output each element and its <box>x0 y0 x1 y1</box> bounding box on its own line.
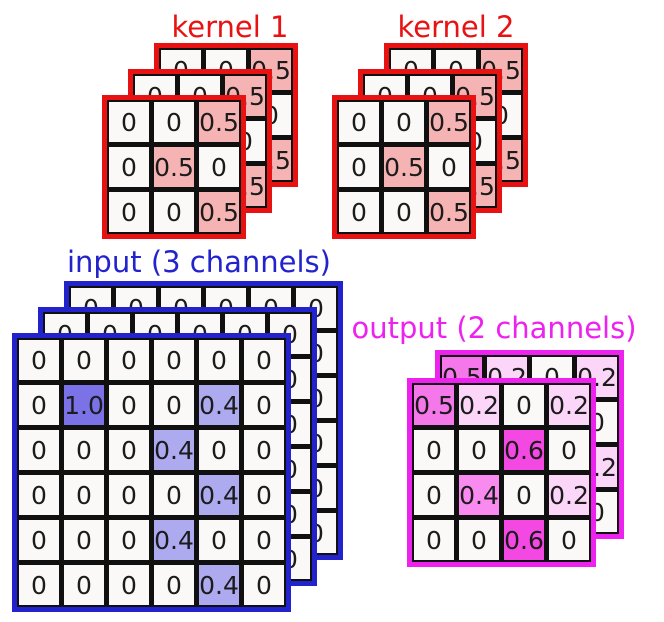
matrix-cell: 0.4 <box>199 565 239 605</box>
matrix-cell: 0 <box>19 565 59 605</box>
matrix-cell: 0 <box>244 385 284 425</box>
matrix-cell: 0 <box>199 340 239 380</box>
matrix-cell: 0 <box>154 340 194 380</box>
matrix-cell: 0 <box>109 147 149 187</box>
matrix-cell: 0 <box>64 565 104 605</box>
matrix-cell: 0 <box>109 475 149 515</box>
matrix-cell: 0 <box>459 430 499 470</box>
matrix-cell: 0 <box>414 475 454 515</box>
matrix-cell: 0 <box>429 147 469 187</box>
matrix-cell: 0.5 <box>199 192 239 232</box>
matrix-cell: 0 <box>109 385 149 425</box>
matrix-cell: 0.2 <box>459 385 499 425</box>
matrix-cell: 0 <box>504 385 544 425</box>
matrix-cell: 0 <box>64 340 104 380</box>
matrix-cell: 0 <box>384 192 424 232</box>
matrix-cell: 0.5 <box>429 192 469 232</box>
matrix-cell: 0 <box>109 430 149 470</box>
matrix-cell: 0 <box>244 520 284 560</box>
matrix-cell: 0 <box>19 475 59 515</box>
matrix-cell: 0.2 <box>577 357 617 397</box>
matrix-cell: 0 <box>109 340 149 380</box>
matrix-cell: 0 <box>459 520 499 560</box>
matrix-cell: 0 <box>109 520 149 560</box>
matrix-cell: 0 <box>244 475 284 515</box>
matrix-cell: 0.5 <box>429 102 469 142</box>
matrix-cell: 0 <box>244 340 284 380</box>
input-label: input (3 channels) <box>67 245 331 279</box>
matrix-cell: 0.5 <box>199 102 239 142</box>
matrix-cell: 0 <box>549 520 589 560</box>
matrix-cell: 0.4 <box>154 430 194 470</box>
kernel1-label: kernel 1 <box>171 10 289 44</box>
matrix-cell: 0 <box>64 430 104 470</box>
matrix-cell: 0.6 <box>504 430 544 470</box>
matrix-cell: 0.5 <box>384 147 424 187</box>
matrix-cell: 0.5 <box>154 147 194 187</box>
matrix-cell: 0 <box>154 565 194 605</box>
matrix-cell: 0 <box>199 147 239 187</box>
matrix-cell: 0 <box>414 430 454 470</box>
matrix-cell: 0 <box>244 430 284 470</box>
matrix-cell: 0 <box>19 430 59 470</box>
output-label: output (2 channels) <box>351 311 637 345</box>
matrix-cell: 0 <box>154 475 194 515</box>
matrix-cell: 0 <box>154 385 194 425</box>
matrix-cell: 0.4 <box>154 520 194 560</box>
matrix-cell: 0 <box>384 102 424 142</box>
matrix-cell: 0 <box>339 147 379 187</box>
matrix-cell: 0 <box>64 520 104 560</box>
kernel2-label: kernel 2 <box>397 10 515 44</box>
matrix-cell: 0 <box>109 192 149 232</box>
matrix-cell: 0 <box>199 520 239 560</box>
matrix-cell: 0 <box>109 565 149 605</box>
matrix-cell: 0 <box>339 192 379 232</box>
matrix-cell: 0.4 <box>459 475 499 515</box>
matrix-cell: 0.2 <box>549 385 589 425</box>
matrix-cell: 0 <box>339 102 379 142</box>
matrix-cell: 0 <box>64 475 104 515</box>
matrix-cell: 0 <box>19 340 59 380</box>
matrix-cell: 0.4 <box>199 385 239 425</box>
matrix-cell: 1.0 <box>64 385 104 425</box>
matrix-cell: 0 <box>19 385 59 425</box>
matrix-cell: 0 <box>244 565 284 605</box>
matrix-cell: 0.4 <box>199 475 239 515</box>
matrix-cell: 0 <box>199 430 239 470</box>
matrix-cell: 0 <box>154 192 194 232</box>
matrix-cell: 0.6 <box>504 520 544 560</box>
matrix-cell: 0 <box>504 475 544 515</box>
matrix-cell: 0 <box>19 520 59 560</box>
matrix-cell: 0.2 <box>549 475 589 515</box>
matrix-cell: 0 <box>414 520 454 560</box>
matrix-cell: 0 <box>549 430 589 470</box>
matrix-cell: 0.5 <box>414 385 454 425</box>
matrix-cell: 0 <box>154 102 194 142</box>
matrix-cell: 0 <box>109 102 149 142</box>
